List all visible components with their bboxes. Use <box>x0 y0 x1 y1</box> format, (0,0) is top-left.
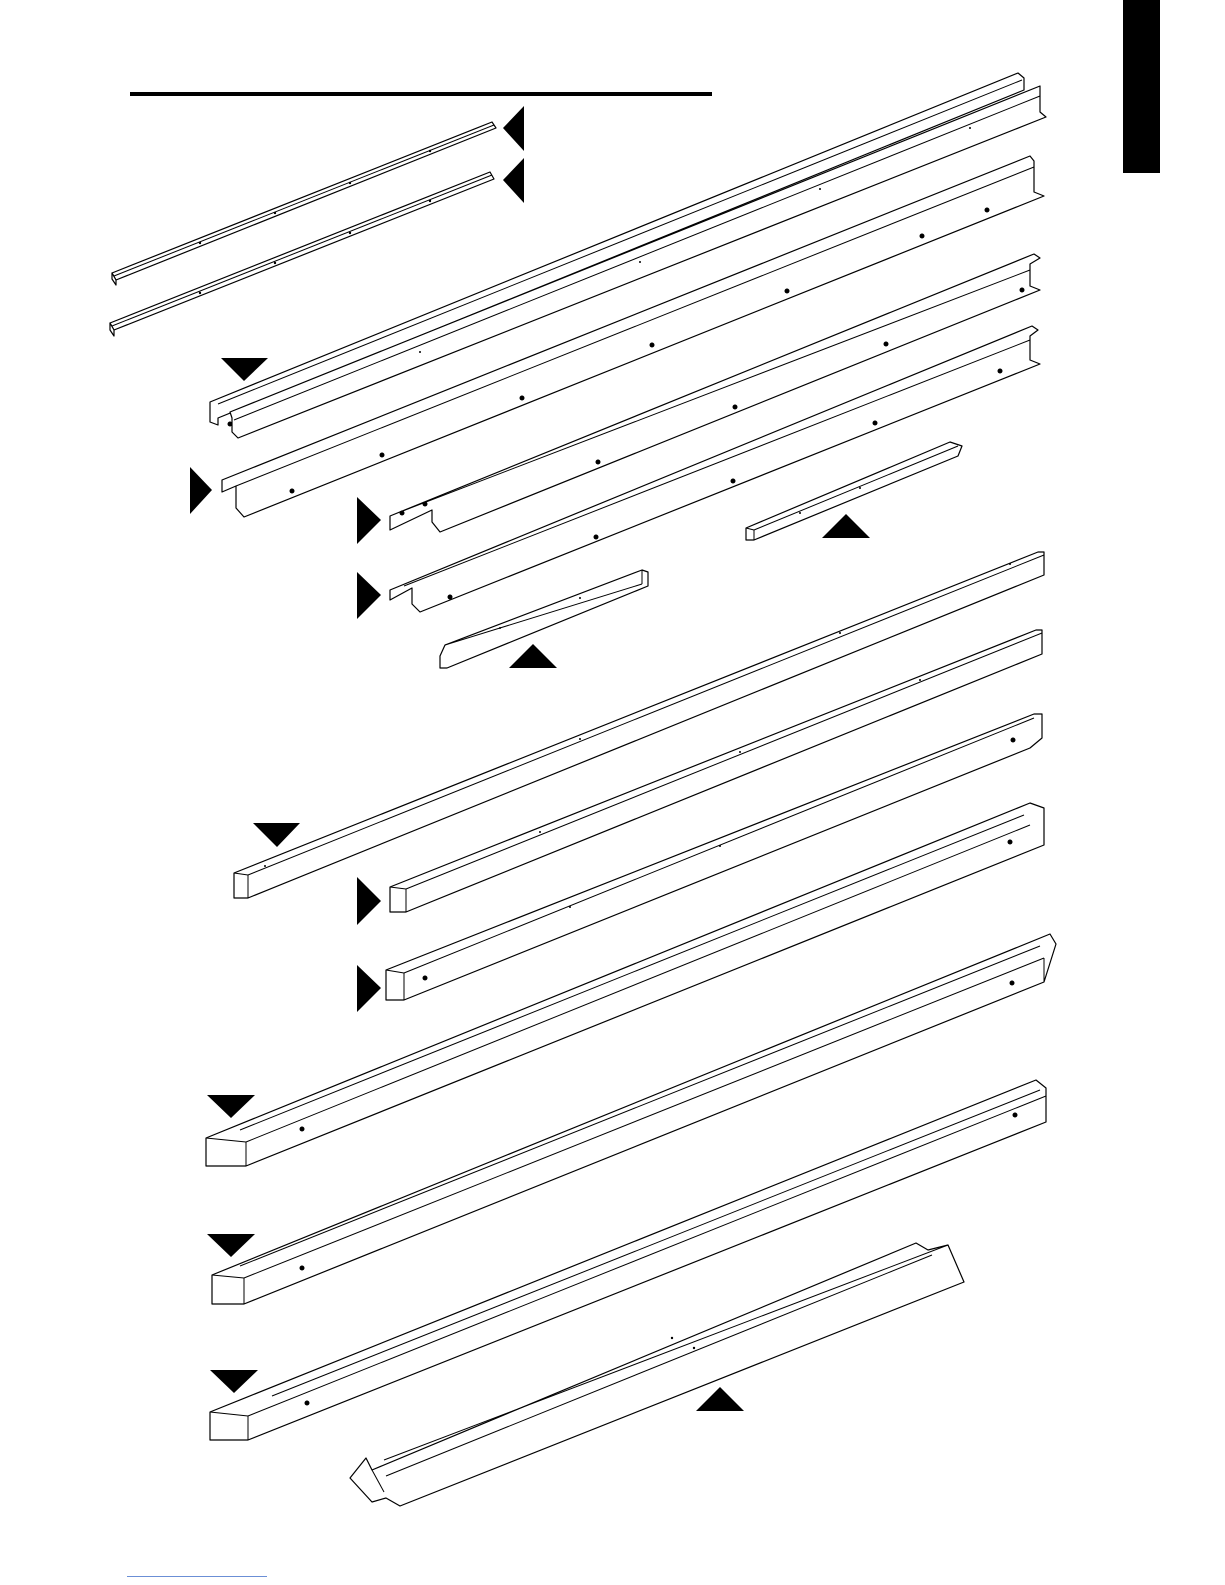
marker-left-arrow <box>503 106 524 151</box>
marker-right-arrow <box>357 877 381 925</box>
marker-up-arrow <box>696 1387 744 1411</box>
marker-up-arrow <box>822 514 870 538</box>
marker-right-arrow <box>357 572 381 619</box>
footer-link-underline[interactable] <box>127 1576 267 1577</box>
marker-right-arrow <box>190 467 212 514</box>
part-short-angle-a <box>112 122 496 285</box>
marker-left-arrow <box>503 158 524 203</box>
marker-down-arrow <box>253 823 300 847</box>
marker-down-arrow <box>221 358 268 381</box>
marker-down-arrow <box>207 1234 255 1257</box>
marker-up-arrow <box>509 644 557 668</box>
marker-down-arrow <box>207 1095 255 1118</box>
part-ridge-profile <box>350 1243 964 1506</box>
section-tab <box>1123 0 1160 173</box>
marker-right-arrow <box>357 965 381 1012</box>
marker-down-arrow <box>210 1370 258 1393</box>
part-channel-mid-b <box>390 326 1040 612</box>
marker-right-arrow <box>357 497 381 544</box>
